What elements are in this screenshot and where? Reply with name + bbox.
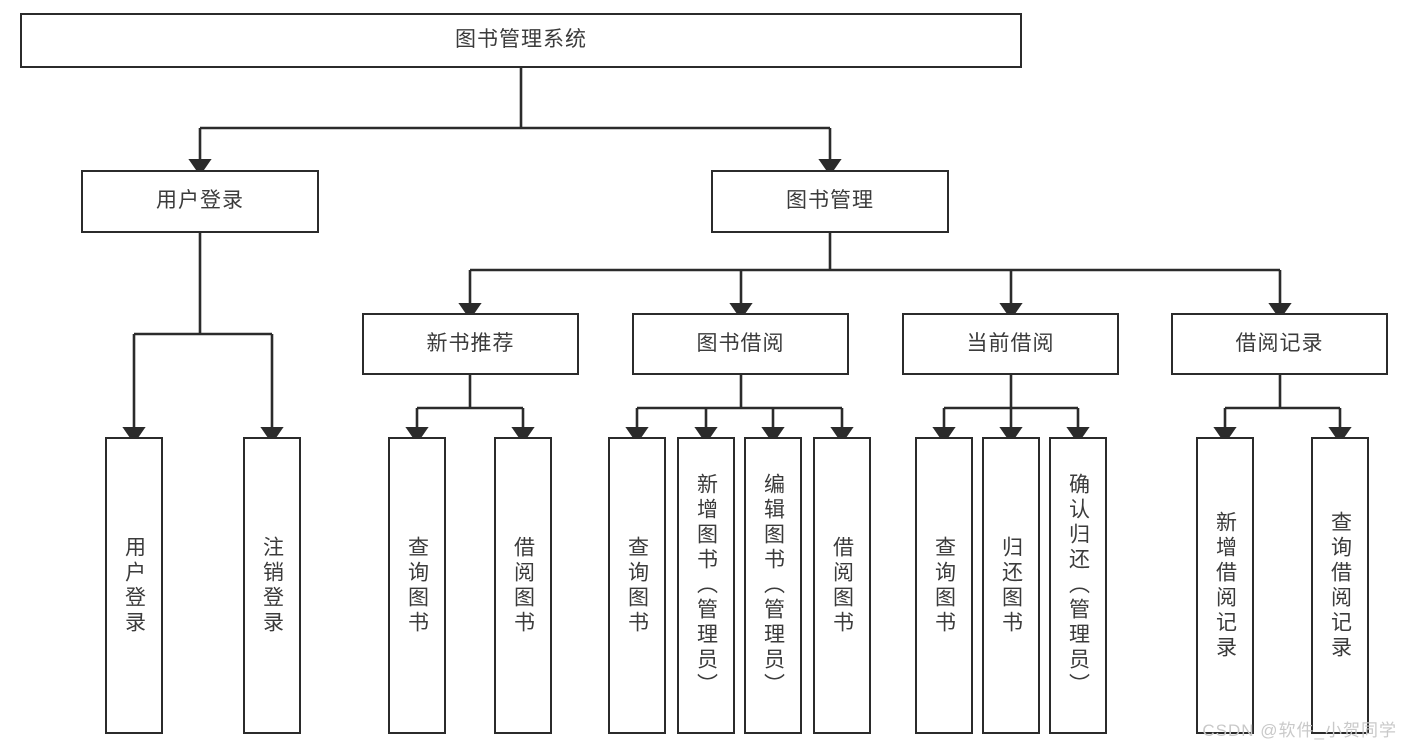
- leaf-confirm-return-admin[interactable]: 确认归还（管理员）: [1049, 437, 1107, 734]
- leaf-query-borrow-record[interactable]: 查询借阅记录: [1311, 437, 1369, 734]
- node-label: 新书推荐: [426, 331, 515, 355]
- node-label: 用户登录: [122, 535, 146, 636]
- node-label: 确认归还（管理员）: [1066, 473, 1090, 698]
- node-label: 查询图书: [405, 535, 429, 636]
- leaf-query-book-current[interactable]: 查询图书: [915, 437, 973, 734]
- leaf-borrow-book-recommend[interactable]: 借阅图书: [494, 437, 552, 734]
- leaf-user-login[interactable]: 用户登录: [105, 437, 163, 734]
- leaf-query-book-recommend[interactable]: 查询图书: [388, 437, 446, 734]
- node-label: 图书管理系统: [455, 28, 587, 52]
- node-label: 用户登录: [156, 189, 244, 213]
- node-borrow-record[interactable]: 借阅记录: [1171, 313, 1388, 375]
- leaf-add-borrow-record[interactable]: 新增借阅记录: [1196, 437, 1254, 734]
- node-label: 图书管理: [786, 189, 874, 213]
- leaf-add-book-admin[interactable]: 新增图书（管理员）: [677, 437, 735, 734]
- node-label: 查询借阅记录: [1328, 510, 1352, 661]
- leaf-return-book[interactable]: 归还图书: [982, 437, 1040, 734]
- leaf-logout[interactable]: 注销登录: [243, 437, 301, 734]
- node-label: 查询图书: [625, 535, 649, 636]
- node-label: 当前借阅: [966, 331, 1055, 355]
- leaf-borrow-book[interactable]: 借阅图书: [813, 437, 871, 734]
- watermark: CSDN @软件_小贺同学: [1202, 721, 1397, 740]
- node-current-borrow[interactable]: 当前借阅: [902, 313, 1119, 375]
- node-label: 图书借阅: [696, 331, 785, 355]
- node-root[interactable]: 图书管理系统: [20, 13, 1022, 68]
- leaf-edit-book-admin[interactable]: 编辑图书（管理员）: [744, 437, 802, 734]
- node-label: 借阅图书: [511, 535, 535, 636]
- node-label: 借阅图书: [830, 535, 854, 636]
- node-label: 借阅记录: [1235, 331, 1324, 355]
- node-new-book-recommend[interactable]: 新书推荐: [362, 313, 579, 375]
- node-label: 注销登录: [260, 535, 284, 636]
- node-book-management[interactable]: 图书管理: [711, 170, 949, 233]
- node-label: 编辑图书（管理员）: [761, 473, 785, 698]
- node-label: 新增图书（管理员）: [694, 473, 718, 698]
- leaf-query-book-borrow[interactable]: 查询图书: [608, 437, 666, 734]
- node-label: 归还图书: [999, 535, 1023, 636]
- node-user-login[interactable]: 用户登录: [81, 170, 319, 233]
- node-label: 查询图书: [932, 535, 956, 636]
- node-book-borrow[interactable]: 图书借阅: [632, 313, 849, 375]
- node-label: 新增借阅记录: [1213, 510, 1237, 661]
